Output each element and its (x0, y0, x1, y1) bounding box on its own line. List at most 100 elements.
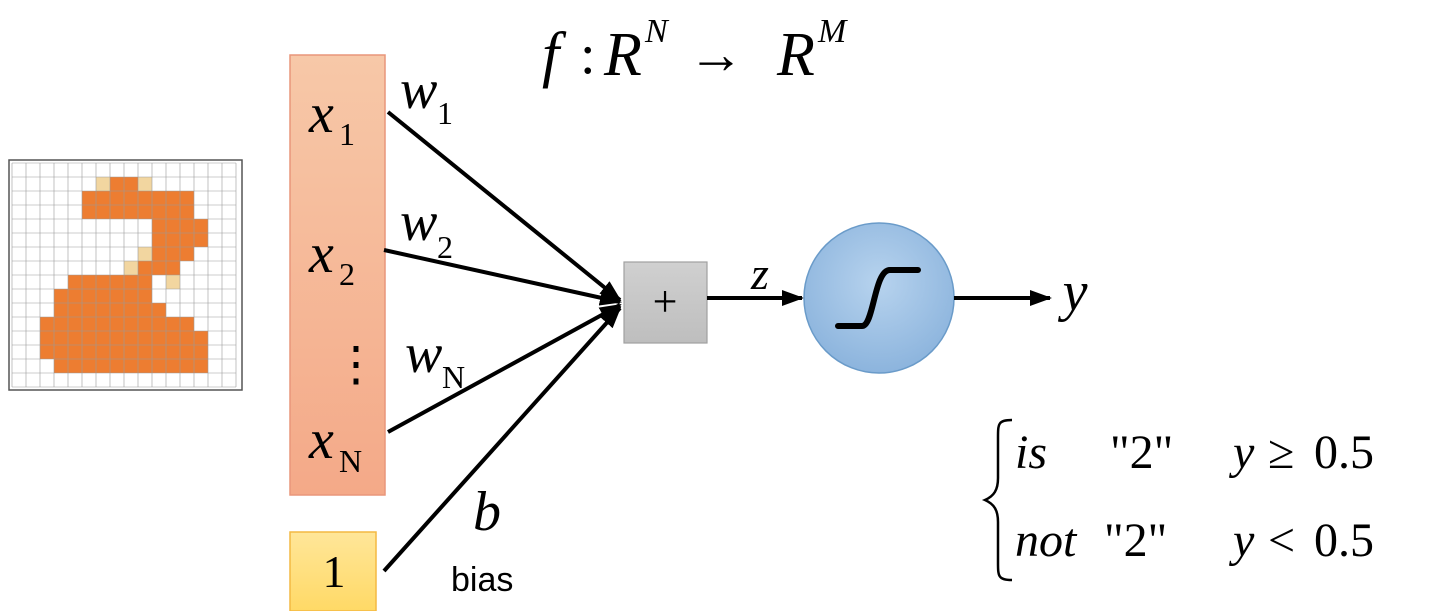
sum-node-symbol: + (653, 277, 678, 326)
decision-row1-word: is (1015, 426, 1047, 479)
formula-codomain-exp: M (817, 13, 848, 50)
input-x1-sub: 1 (339, 116, 355, 152)
input-vector-box (289, 54, 386, 496)
digit-pixel (124, 359, 138, 373)
decision-row1-var: y (1228, 426, 1255, 479)
input-ellipsis: ⋮ (332, 338, 380, 391)
digit-pixel (124, 303, 138, 317)
mapping-formula: f : R N → R M (542, 13, 848, 89)
digit-pixel (152, 261, 166, 275)
digit-pixel (110, 317, 124, 331)
digit-pixel (82, 191, 96, 205)
digit-pixel (166, 359, 180, 373)
digit-pixel (152, 191, 166, 205)
digit-pixel (124, 275, 138, 289)
digit-pixel (124, 331, 138, 345)
digit-pixel (96, 303, 110, 317)
digit-pixel (124, 205, 138, 219)
digit-pixel (138, 261, 152, 275)
decision-row1-threshold: 0.5 (1314, 426, 1374, 479)
digit-pixel (138, 205, 152, 219)
digit-pixel (40, 331, 54, 345)
digit-pixel (138, 317, 152, 331)
digit-pixel (138, 191, 152, 205)
digit-pixel (96, 317, 110, 331)
decision-row1-label: "2" (1110, 426, 1173, 479)
bias-line (382, 306, 622, 573)
digit-pixel (110, 275, 124, 289)
digit-pixel (124, 289, 138, 303)
digit-pixel (166, 233, 180, 247)
output-label: y (1058, 261, 1088, 323)
digit-pixel (138, 359, 152, 373)
digit-pixel (152, 233, 166, 247)
digit-pixel (152, 247, 166, 261)
digit-pixel (68, 289, 82, 303)
weight-lines (382, 110, 622, 573)
digit-pixel (68, 303, 82, 317)
bias-input-box (289, 531, 377, 611)
digit-pixel (138, 247, 152, 261)
digit-pixel (152, 303, 166, 317)
input-xn-sub: N (339, 443, 362, 479)
decision-brace (981, 418, 1013, 582)
digit-pixel (110, 177, 124, 191)
digit-pixel (82, 345, 96, 359)
input-labels: x 1 x 2 ⋮ x N (308, 83, 380, 479)
weight-w2-sub: 2 (437, 229, 453, 265)
digit-pixel (124, 191, 138, 205)
formula-colon: : (580, 24, 596, 86)
bias-caption: bias (451, 561, 513, 599)
digit-pixel (68, 359, 82, 373)
digit-pixel (138, 345, 152, 359)
digit-pixel (124, 345, 138, 359)
decision-rule: is "2" y ≥ 0.5 not "2" y < 0.5 (981, 418, 1374, 582)
digit-pixel (54, 289, 68, 303)
digit-pixel (152, 205, 166, 219)
digit-pixel (110, 331, 124, 345)
digit-pixel (82, 289, 96, 303)
decision-row1-operator: ≥ (1268, 426, 1294, 479)
digit-pixel (166, 331, 180, 345)
weight-w2-var: w (400, 191, 437, 253)
digit-pixel (68, 317, 82, 331)
weight-line-2 (383, 248, 622, 306)
decision-row2-word: not (1015, 514, 1078, 567)
digit-pixel (124, 261, 138, 275)
digit-pixel (68, 275, 82, 289)
digit-pixel (138, 289, 152, 303)
digit-image (8, 159, 243, 391)
digit-pixels (40, 177, 208, 373)
digit-pixel (194, 233, 208, 247)
digit-grid (11, 162, 237, 388)
digit-pixel (82, 331, 96, 345)
digit-pixel (152, 345, 166, 359)
digit-pixel (152, 359, 166, 373)
digit-pixel (180, 219, 194, 233)
digit-pixel (54, 359, 68, 373)
digit-pixel (138, 331, 152, 345)
digit-pixel (96, 289, 110, 303)
digit-pixel (152, 219, 166, 233)
digit-pixel (68, 331, 82, 345)
bias-weight-label: b (473, 481, 501, 543)
digit-pixel (96, 331, 110, 345)
digit-pixel (110, 359, 124, 373)
digit-pixel (54, 303, 68, 317)
input-xn-var: x (308, 409, 334, 471)
digit-pixel (82, 359, 96, 373)
input-x2-sub: 2 (339, 256, 355, 292)
digit-pixel (138, 177, 152, 191)
digit-pixel (96, 205, 110, 219)
digit-pixel (180, 191, 194, 205)
digit-pixel (40, 317, 54, 331)
weight-line-1 (386, 110, 622, 302)
digit-pixel (180, 233, 194, 247)
digit-pixel (166, 345, 180, 359)
decision-row2-var: y (1228, 514, 1255, 567)
decision-row2-operator: < (1268, 514, 1295, 567)
formula-arrow: → (688, 24, 744, 86)
digit-pixel (124, 317, 138, 331)
weight-w1-var: w (400, 59, 437, 121)
digit-pixel (180, 205, 194, 219)
